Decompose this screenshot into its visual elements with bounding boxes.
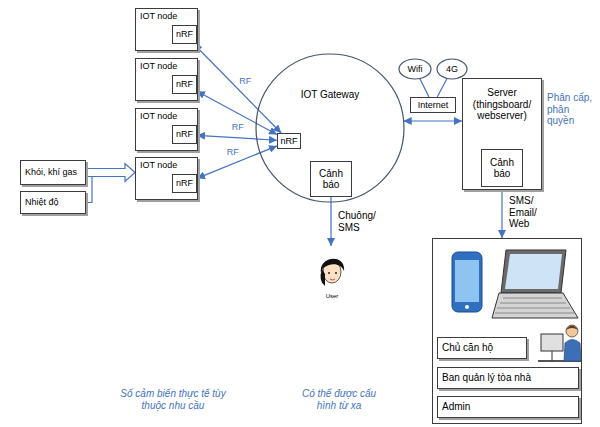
connector: [437, 78, 447, 97]
node-text: IOT node: [140, 61, 177, 71]
node-text: Cảnh báo: [317, 168, 345, 191]
operator-icon: [538, 325, 582, 361]
monitor: [541, 334, 563, 351]
sensor-box: Nhiệt độ: [20, 191, 86, 214]
node-text: nRF: [176, 79, 193, 89]
phone-body: [452, 252, 482, 312]
laptop-icon: [492, 250, 578, 318]
user-eye: [335, 272, 337, 274]
node-text: IOT node: [140, 111, 177, 121]
role-box: Chủ căn hộ: [437, 337, 527, 359]
laptop-lid: [501, 250, 566, 293]
edge-label: SMS/ Email/ Web: [508, 195, 544, 230]
user-icon: [321, 259, 345, 286]
node-text: Ban quản lý tòa nhà: [442, 372, 531, 384]
note-label: Có thể được cấu hình từ xa: [298, 388, 380, 411]
node-text: Chủ căn hộ: [442, 342, 493, 354]
node-text: Server (thingsboard/ webserver): [467, 87, 537, 122]
phone-screen: [455, 260, 479, 302]
node-text: 4G: [446, 64, 458, 74]
nrf-module: nRF: [172, 75, 197, 94]
monitor-stand: [552, 351, 553, 361]
shape-outline: [399, 59, 431, 79]
gateway-circle: IOT Gateway nRF Cảnh báo: [255, 53, 405, 203]
block-arrow: [86, 164, 135, 182]
node-text: User: [326, 293, 339, 300]
user-hair: [321, 259, 344, 273]
edge-label: Chuông/ SMS: [337, 210, 379, 233]
node-text: nRF: [280, 136, 297, 146]
node-text: Wifi: [408, 64, 423, 74]
role-box: Admin: [437, 396, 579, 418]
edge-label: RF: [238, 76, 252, 86]
internet-box: Internet: [410, 97, 456, 113]
node-text: Internet: [418, 100, 449, 110]
server-box: Server (thingsboard/ webserver) Cảnh báo: [462, 78, 542, 190]
alert-box: Cảnh báo: [310, 161, 352, 197]
edge-label: RF: [226, 147, 240, 157]
node-text: nRF: [176, 178, 193, 188]
connector: [420, 79, 429, 97]
shape-outline: [437, 59, 467, 79]
edge-label: RF: [231, 122, 245, 132]
role-box: Ban quản lý tòa nhà: [437, 367, 579, 389]
node-text: Nhiệt độ: [25, 197, 59, 207]
node-text: IOT node: [140, 11, 177, 21]
node-text: IOT Gateway: [301, 89, 360, 101]
iot-node-box: IOT node nRF: [135, 157, 198, 200]
node-text: nRF: [176, 129, 193, 139]
connector: [330, 197, 331, 246]
nrf-module: nRF: [172, 174, 197, 193]
phone-button: [465, 305, 469, 309]
laptop-keys: [495, 298, 574, 313]
user-hair-side: [321, 269, 325, 286]
user-node: User: [312, 246, 352, 300]
node-text: Khói, khí gas: [25, 167, 77, 177]
node-text: IOT node: [140, 160, 177, 170]
laptop-base: [492, 293, 578, 318]
connector: [501, 187, 502, 238]
connector: [404, 120, 462, 121]
nrf-module: nRF: [172, 125, 197, 144]
nrf-module: nRF: [277, 133, 301, 149]
nrf-module: nRF: [172, 25, 197, 44]
operator-body: [564, 340, 581, 362]
phone-icon: [452, 252, 482, 312]
iot-node-box: IOT node nRF: [135, 58, 198, 101]
iot-node-box: IOT node nRF: [135, 108, 198, 151]
connector: [86, 177, 92, 203]
4g-ellipse: 4G: [436, 58, 468, 80]
user-mouth: [330, 279, 335, 280]
iot-node-box: IOT node nRF: [135, 8, 198, 51]
sensor-box: Khói, khí gas: [20, 160, 86, 185]
alert-box: Cảnh báo: [481, 149, 523, 187]
operator-hair: [566, 326, 578, 331]
node-text: Cảnh báo: [488, 157, 516, 180]
node-text: nRF: [176, 29, 193, 39]
shape-outline: [256, 54, 404, 202]
client-panel: Chủ căn hộ Ban quản lý tòa nhàAdmin: [432, 238, 582, 424]
wifi-ellipse: Wifi: [398, 58, 432, 80]
laptop-screen: [505, 254, 562, 289]
operator-head: [566, 325, 578, 337]
user-eye: [328, 272, 330, 274]
node-text: Admin: [442, 401, 470, 413]
note-label: Số cảm biến thực tế tùy thuộc nhu cầu: [118, 388, 228, 411]
note-label: Phân cấp, phân quyền: [547, 92, 595, 127]
